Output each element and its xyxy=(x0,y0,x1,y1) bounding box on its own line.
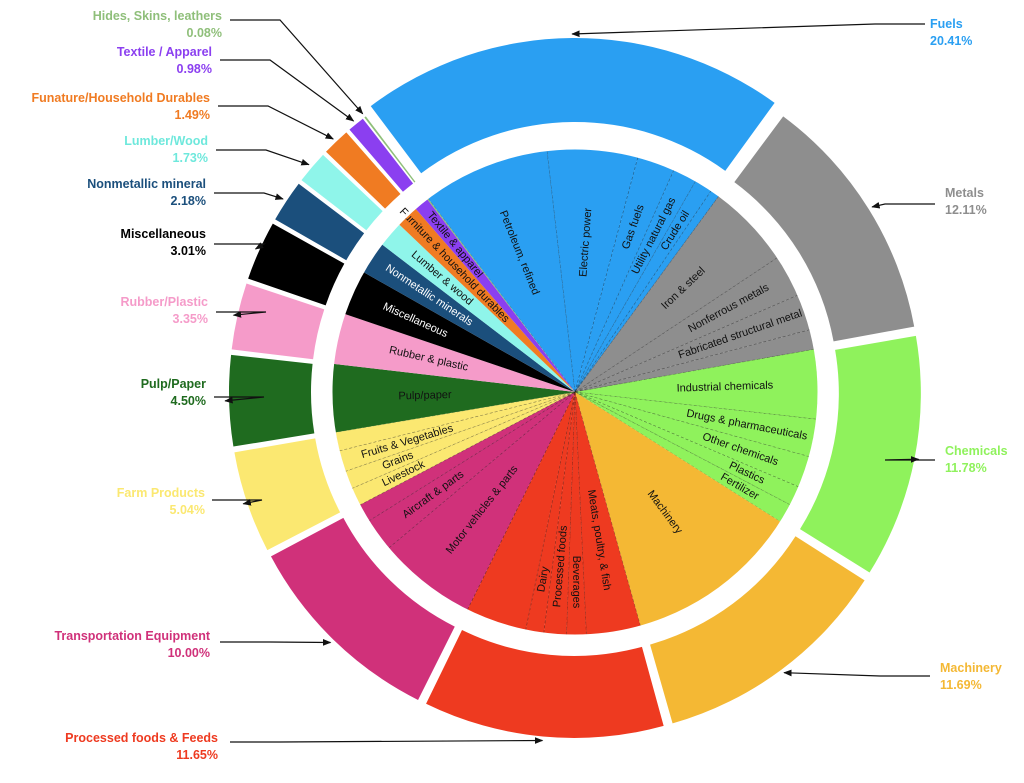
category-pct-label: 2.18% xyxy=(171,194,206,208)
category-name-label: Machinery xyxy=(940,661,1002,675)
outer-segment-5[interactable] xyxy=(270,517,455,700)
category-pct-label: 3.01% xyxy=(171,244,206,258)
inner-slice[interactable] xyxy=(333,314,575,392)
leader-arrow xyxy=(214,396,265,404)
category-name-label: Lumber/Wood xyxy=(124,134,208,148)
category-name-label: Nonmetallic mineral xyxy=(87,177,206,191)
outer-segment-3[interactable] xyxy=(650,536,865,724)
leader-arrow xyxy=(230,737,544,744)
category-pct-label: 12.11% xyxy=(945,203,987,217)
leader-arrow xyxy=(216,311,267,318)
category-pct-label: 11.78% xyxy=(945,461,987,475)
category-name-label: Processed foods & Feeds xyxy=(65,731,218,745)
outer-segment-6[interactable] xyxy=(234,438,341,551)
leader-arrow xyxy=(218,105,334,140)
inner-slice[interactable] xyxy=(388,391,576,611)
inner-slice[interactable] xyxy=(427,198,575,392)
category-pct-label: 11.65% xyxy=(176,748,218,762)
inner-slice-label: Industrial chemicals xyxy=(676,379,773,394)
inner-slice[interactable] xyxy=(332,363,575,433)
category-name-label: Funature/Household Durables xyxy=(32,91,211,105)
category-pct-label: 5.04% xyxy=(170,503,205,517)
leader-arrow xyxy=(212,498,263,506)
category-pct-label: 1.49% xyxy=(175,108,210,122)
leader-arrow xyxy=(216,149,310,166)
inner-slice[interactable] xyxy=(363,244,575,392)
category-pct-label: 0.98% xyxy=(177,62,212,76)
category-pct-label: 10.00% xyxy=(168,646,210,660)
outer-segment-8[interactable] xyxy=(231,283,325,360)
inner-slice-label: Beverages xyxy=(570,556,582,609)
outer-segment-7[interactable] xyxy=(229,354,315,447)
category-name-label: Hides, Skins, leathers xyxy=(93,9,222,23)
leader-arrow xyxy=(884,456,935,463)
category-name-label: Rubber/Plastic xyxy=(120,295,208,309)
inner-slice[interactable] xyxy=(575,392,781,627)
category-name-label: Metals xyxy=(945,186,984,200)
outer-segment-2[interactable] xyxy=(799,335,921,573)
category-name-label: Fuels xyxy=(930,17,963,31)
category-pct-label: 0.08% xyxy=(187,26,222,40)
leader-arrow xyxy=(214,192,284,200)
outer-segment-0[interactable] xyxy=(370,38,775,174)
inner-slice[interactable] xyxy=(399,208,575,392)
inner-slice-label: Electric power xyxy=(577,207,594,277)
outer-segment-4[interactable] xyxy=(426,630,664,738)
outer-segment-10[interactable] xyxy=(275,183,365,261)
leader-arrow xyxy=(571,23,925,38)
category-pct-label: 4.50% xyxy=(171,394,206,408)
inner-slice[interactable] xyxy=(344,272,575,392)
category-pct-label: 3.35% xyxy=(173,312,208,326)
outer-segment-12[interactable] xyxy=(326,132,401,209)
inner-slice-label: Pulp/paper xyxy=(398,389,452,402)
category-name-label: Miscellaneous xyxy=(121,227,206,241)
outer-segment-1[interactable] xyxy=(734,116,915,342)
outer-segment-14[interactable] xyxy=(364,116,416,183)
category-pct-label: 11.69% xyxy=(940,678,982,692)
category-pct-label: 20.41% xyxy=(930,34,972,48)
leader-arrow xyxy=(220,59,355,122)
category-name-label: Textile / Apparel xyxy=(117,45,212,59)
inner-slice[interactable] xyxy=(381,224,575,392)
leader-arrow xyxy=(214,242,267,250)
outer-segment-13[interactable] xyxy=(349,118,414,192)
leader-arrow xyxy=(783,669,930,677)
outer-ring xyxy=(229,38,921,738)
outer-segment-9[interactable] xyxy=(248,223,345,306)
inner-slice[interactable] xyxy=(338,391,576,472)
inner-pie-border xyxy=(330,147,820,637)
category-labels: Fuels 20.41% Metals 12.11% Chemicals 11.78% Ma… xyxy=(32,9,1008,762)
leader-arrow xyxy=(230,19,364,115)
inner-slice[interactable] xyxy=(415,199,575,392)
outer-segment-11[interactable] xyxy=(301,154,383,231)
inner-slice-label: Dairy xyxy=(535,565,551,593)
category-name-label: Transportation Equipment xyxy=(54,629,210,643)
category-name-label: Chemicals xyxy=(945,444,1008,458)
category-name-label: Pulp/Paper xyxy=(141,377,206,391)
category-name-label: Farm Products xyxy=(117,486,205,500)
inner-slice[interactable] xyxy=(546,148,639,393)
leader-arrow xyxy=(871,201,935,209)
category-pct-label: 1.73% xyxy=(173,151,208,165)
